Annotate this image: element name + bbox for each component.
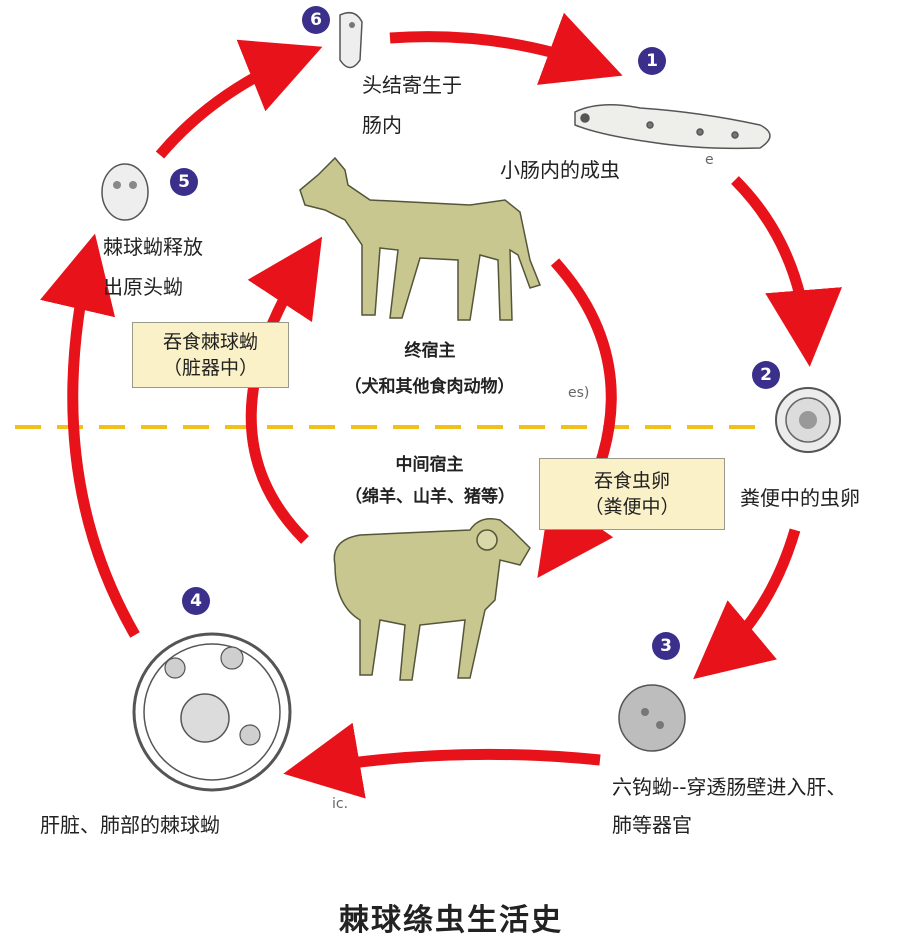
arrow-4-to-5	[40, 233, 140, 638]
ingest-cyst-line2: （脏器中）	[162, 357, 258, 379]
ingest-eggs-line2: （粪便中）	[584, 496, 680, 518]
arrow-2-to-3	[693, 528, 801, 680]
stage-1-badge: 1	[638, 47, 666, 75]
sheep-illustration	[333, 518, 531, 681]
stage-6-label-line1: 头结寄生于	[362, 73, 462, 97]
fragment-es: es)	[568, 385, 590, 401]
diagram-title: 棘球绦虫生活史	[339, 903, 563, 938]
scolex-illustration	[339, 11, 363, 69]
oncosphere-illustration	[618, 684, 686, 752]
stage-5-label-line1: 棘球蚴释放	[103, 235, 203, 259]
stage-1-label: 小肠内的成虫	[500, 158, 620, 182]
ingest-cyst-box: 吞食棘球蚴 （脏器中）	[132, 322, 289, 388]
stage-3-label-line1: 六钩蚴--穿透肠壁进入肝、	[612, 775, 847, 799]
stage-4-badge: 4	[182, 587, 210, 615]
arrow-6-to-1	[389, 12, 623, 85]
stage-2-label: 粪便中的虫卵	[740, 486, 860, 510]
fragment-ic: ic.	[332, 796, 349, 812]
stage-3-label-line2: 肺等器官	[612, 813, 692, 837]
ingest-eggs-line1: 吞食虫卵	[593, 470, 670, 492]
hydatid-cyst-illustration	[132, 632, 292, 792]
ingest-eggs-box: 吞食虫卵 （粪便中）	[539, 458, 725, 530]
stage-2-badge: 2	[752, 361, 780, 389]
adult-worm-illustration	[574, 104, 771, 150]
intermediate-host-detail: （绵羊、山羊、猪等）	[345, 487, 515, 507]
definitive-host-detail: （犬和其他食肉动物）	[344, 377, 515, 397]
arrow-1-to-2	[731, 176, 842, 367]
arrow-5-to-6	[155, 39, 323, 159]
arrow-3-to-4	[283, 722, 601, 799]
stage-6-label-line2: 肠内	[362, 113, 402, 137]
intermediate-host-name: 中间宿主	[395, 455, 464, 475]
protoscolex-illustration	[101, 163, 149, 221]
egg-illustration	[775, 387, 841, 453]
ingest-cyst-line1: 吞食棘球蚴	[162, 331, 258, 353]
fragment-e: e	[705, 152, 714, 168]
stage-5-badge: 5	[170, 168, 198, 196]
stage-5-label-line2: 出原头蚴	[103, 275, 183, 299]
stage-6-badge: 6	[302, 6, 330, 34]
dog-illustration	[299, 156, 542, 321]
arrow-sheep-to-dog	[245, 236, 323, 544]
stage-3-badge: 3	[652, 632, 680, 660]
definitive-host-name: 终宿主	[404, 341, 456, 361]
stage-4-label: 肝脏、肺部的棘球蚴	[40, 813, 220, 837]
